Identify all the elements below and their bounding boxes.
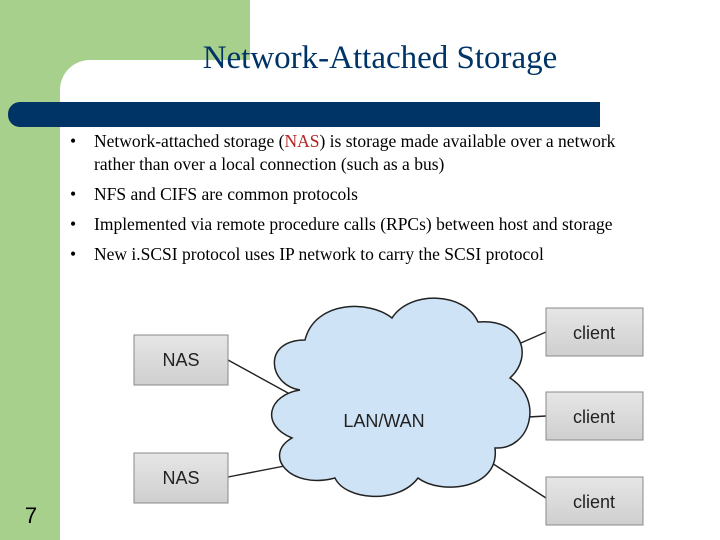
cloud-label: LAN/WAN — [343, 411, 424, 431]
slide-title: Network-Attached Storage — [202, 40, 558, 76]
bullet-item: • NFS and CIFS are common protocols — [70, 183, 710, 206]
client-label: client — [573, 323, 615, 343]
client-box: client — [545, 391, 644, 441]
connector-line — [483, 457, 547, 499]
nas-box: NAS — [133, 334, 229, 386]
bullet-dot: • — [70, 214, 77, 234]
bullet-text: NFS and CIFS are common protocols — [94, 184, 358, 204]
bullet-dot: • — [70, 131, 77, 151]
bullet-dot: • — [70, 244, 77, 264]
connector-line — [227, 359, 289, 394]
bullet-text: New i.SCSI protocol uses IP network to c… — [94, 244, 544, 264]
client-box: client — [545, 476, 644, 526]
bullet-text-line2: rather than over a local connection (suc… — [94, 154, 445, 174]
bullet-item: • Network-attached storage (NAS) is stor… — [70, 130, 710, 176]
client-label: client — [573, 407, 615, 427]
client-label: client — [573, 492, 615, 512]
lan-wan-cloud — [271, 297, 531, 498]
page-number: 7 — [24, 503, 38, 528]
nas-box: NAS — [133, 452, 229, 504]
bullet-text-part: ) is storage made available over a netwo… — [319, 131, 616, 151]
bullet-dot: • — [70, 184, 77, 204]
bullet-list: • Network-attached storage (NAS) is stor… — [70, 130, 710, 273]
bullet-item: • Implemented via remote procedure calls… — [70, 213, 710, 236]
bullet-text: Implemented via remote procedure calls (… — [94, 214, 613, 234]
decor-green-sidebar — [0, 0, 60, 540]
bullet-item: • New i.SCSI protocol uses IP network to… — [70, 243, 710, 266]
client-box: client — [545, 307, 644, 357]
bullet-text-part: Network-attached storage ( — [94, 131, 285, 151]
decor-navy-bar — [8, 102, 600, 127]
bullet-highlight-nas: NAS — [284, 131, 320, 151]
nas-label: NAS — [162, 350, 199, 370]
nas-label: NAS — [162, 468, 199, 488]
